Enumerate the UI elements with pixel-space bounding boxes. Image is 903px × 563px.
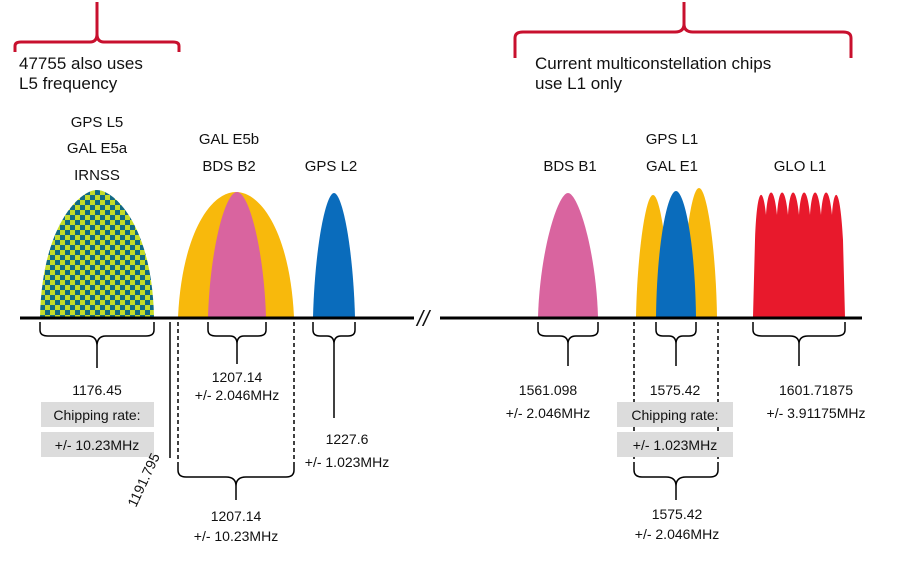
l1-chip-value: +/- 1.023MHz [633, 437, 717, 453]
signal-label-gal-e5a: GAL E5a [67, 140, 128, 157]
b1-bandwidth: +/- 2.046MHz [506, 405, 590, 421]
e5b-inner-bandwidth: +/- 2.046MHz [195, 387, 279, 403]
e5b-inner-brace [207, 322, 267, 364]
b1-brace [537, 322, 599, 366]
signal-label-gps-l2: GPS L2 [305, 158, 358, 175]
multi-note-line1: Current multiconstellation chips [535, 54, 771, 73]
e5b-outer-brace [177, 465, 295, 500]
l5-brace [39, 322, 155, 368]
l5-chip-value-bg [41, 432, 154, 457]
l5-note-line1: 47755 also uses [19, 54, 143, 73]
lobe-e5b-pink [208, 192, 266, 317]
lobe-glo-red [753, 192, 845, 317]
l1-inner-brace [655, 322, 697, 366]
e5b-outer-bandwidth: +/- 10.23MHz [194, 528, 278, 544]
glo-bandwidth: +/- 3.91175MHz [767, 405, 866, 421]
l5-chip-value: +/- 10.23MHz [55, 437, 139, 453]
e5b-outer-frequency: 1207.14 [211, 508, 262, 524]
signal-label-bds-b1: BDS B1 [543, 158, 596, 175]
l1-center-frequency: 1575.42 [650, 382, 701, 398]
signal-label-glo-l1: GLO L1 [774, 158, 827, 175]
lobe-l5-checker [40, 190, 154, 317]
l1-outer-brace [633, 465, 719, 500]
signal-label-irnss: IRNSS [74, 167, 120, 184]
l5-chip-label-bg [41, 402, 154, 427]
glo-brace [752, 322, 846, 366]
l5-note-line2: L5 frequency [19, 74, 118, 93]
l1-outer-frequency: 1575.42 [652, 506, 703, 522]
lobe-l2-blue [313, 193, 355, 317]
l2-bandwidth: +/- 1.023MHz [305, 454, 389, 470]
l1-chip-label-bg [617, 402, 733, 427]
axis-break-gap [414, 310, 440, 326]
signal-label-gps-l1: GPS L1 [646, 131, 699, 148]
lobe-b1-pink [538, 193, 598, 317]
signal-label-gal-e5b: GAL E5b [199, 131, 259, 148]
signal-label-gps-l5: GPS L5 [71, 114, 124, 131]
l1-chip-label: Chipping rate: [631, 407, 718, 423]
e5b-inner-frequency: 1207.14 [212, 369, 263, 385]
l5-note-brace [13, 2, 181, 52]
l2-center-frequency: 1227.6 [326, 431, 369, 447]
glo-center-frequency: 1601.71875 [779, 382, 853, 398]
signal-label-bds-b2: BDS B2 [202, 158, 255, 175]
l5-center-frequency: 1176.45 [72, 382, 122, 398]
signal-label-gal-e1: GAL E1 [646, 158, 698, 175]
multi-note-brace [513, 2, 853, 58]
axis-break-mark: // [415, 306, 431, 331]
b1-center-frequency: 1561.098 [519, 382, 578, 398]
e5-split-frequency: 1191.795 [124, 450, 163, 509]
lobe-l1-blue [656, 191, 696, 317]
l2-brace [312, 322, 356, 418]
l1-chip-value-bg [617, 432, 733, 457]
multi-note-line2: use L1 only [535, 74, 622, 93]
l5-chip-label: Chipping rate: [53, 407, 140, 423]
l1-outer-bandwidth: +/- 2.046MHz [635, 526, 719, 542]
